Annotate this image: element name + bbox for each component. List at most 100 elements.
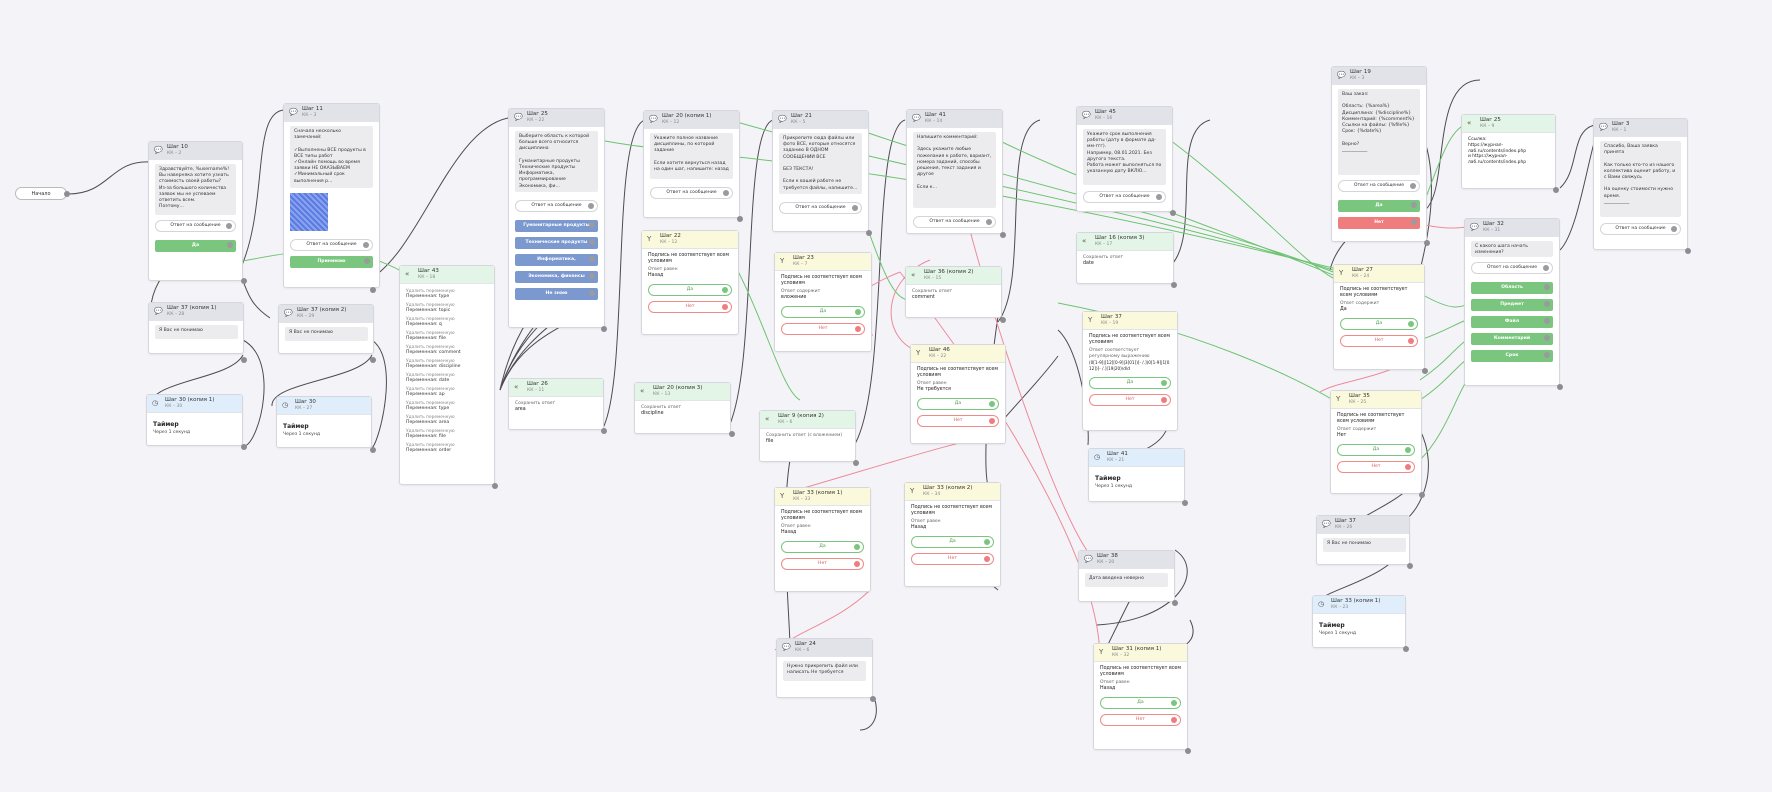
no-branch[interactable]: Нет — [781, 558, 864, 570]
no-branch[interactable]: Нет — [1340, 335, 1418, 347]
connector-dot[interactable] — [241, 444, 247, 450]
no-branch[interactable]: Нет — [1337, 461, 1415, 473]
yes-branch[interactable]: Да — [1100, 697, 1181, 709]
connector-dot[interactable] — [866, 230, 872, 236]
connector-dot[interactable] — [729, 431, 735, 437]
step-9-copy2-node[interactable]: «Шаг 9 (копия 2)КК – 6 Сохранить ответ (… — [759, 410, 856, 462]
connector-dot[interactable] — [64, 191, 70, 197]
step-16-copy3-node[interactable]: «Шаг 16 (копия 3)КК – 17 Сохранить ответ… — [1076, 232, 1174, 284]
connector-dot[interactable] — [853, 460, 859, 466]
yes-button[interactable]: Да — [155, 240, 236, 252]
yes-branch[interactable]: Да — [917, 398, 999, 410]
connector-dot[interactable] — [1424, 240, 1430, 246]
reply-button[interactable]: Ответ на сообщение — [1338, 180, 1420, 192]
yes-branch[interactable]: Да — [911, 536, 994, 548]
reply-button[interactable]: Ответ на сообщение — [650, 187, 733, 199]
yes-branch[interactable]: Да — [781, 306, 865, 318]
start-node[interactable]: Начало — [15, 187, 67, 200]
reply-button[interactable]: Ответ на сообщение — [155, 220, 236, 232]
option-button[interactable]: Гуманитарные продукты — [515, 220, 598, 232]
connector-dot[interactable] — [1419, 492, 1425, 498]
step-36-copy2-node[interactable]: «Шаг 36 (копия 2)КК – 15 Сохранить ответ… — [905, 266, 1002, 318]
connector-dot[interactable] — [370, 447, 376, 453]
no-branch[interactable]: Нет — [648, 301, 732, 313]
option-button[interactable]: Срок — [1471, 350, 1553, 362]
option-button[interactable]: Информатика, программирование — [515, 254, 598, 274]
connector-dot[interactable] — [241, 278, 247, 284]
step-20-copy3-node[interactable]: «Шаг 20 (копия 3)КК – 13 Сохранить ответ… — [634, 382, 731, 434]
connector-dot[interactable] — [370, 357, 376, 363]
connector-dot[interactable] — [1685, 248, 1691, 254]
connector-dot[interactable] — [1170, 210, 1176, 216]
no-branch[interactable]: Нет — [911, 553, 994, 565]
connector-dot[interactable] — [1000, 317, 1006, 323]
yes-branch[interactable]: Да — [1337, 444, 1415, 456]
connector-dot[interactable] — [601, 326, 607, 332]
connector-dot[interactable] — [1407, 563, 1413, 569]
reply-button[interactable]: Ответ на сообщение — [913, 216, 996, 228]
connector-dot[interactable] — [870, 696, 876, 702]
option-button[interactable]: Комментарий — [1471, 333, 1553, 345]
option-button[interactable]: Экономика, финансы — [515, 271, 598, 283]
no-branch[interactable]: Нет — [1100, 714, 1181, 726]
yes-branch[interactable]: Да — [781, 541, 864, 553]
connector-dot[interactable] — [1171, 282, 1177, 288]
yes-branch[interactable]: Да — [1089, 377, 1171, 389]
no-branch[interactable]: Нет — [917, 415, 999, 427]
option-button[interactable]: Технические продукты — [515, 237, 598, 249]
connector-dot[interactable] — [241, 357, 247, 363]
connector-dot[interactable] — [1403, 646, 1409, 652]
step-20-copy1-node[interactable]: 💬Шаг 20 (копия 1)КК – 12 Укажите полное … — [643, 110, 740, 218]
no-button[interactable]: Нет — [1338, 217, 1420, 229]
connector-dot[interactable] — [1172, 600, 1178, 606]
connector-dot[interactable] — [1182, 500, 1188, 506]
option-button[interactable]: Не знаю — [515, 288, 598, 300]
connector-dot[interactable] — [492, 483, 498, 489]
option-button[interactable]: Файл — [1471, 316, 1553, 328]
step-37-copy2-node[interactable]: 💬Шаг 37 (копия 2)КК – 29 Я Вас не понима… — [278, 304, 374, 354]
connector-dot[interactable] — [1557, 384, 1563, 390]
reply-button[interactable]: Ответ на сообщение — [1083, 191, 1166, 203]
yes-branch[interactable]: Да — [648, 284, 732, 296]
option-button[interactable]: Область — [1471, 282, 1553, 294]
reply-button[interactable]: Ответ на сообщение — [1471, 262, 1553, 274]
reply-button[interactable]: Ответ на сообщение — [779, 202, 862, 214]
connector-dot[interactable] — [737, 216, 743, 222]
connector-dot[interactable] — [1185, 748, 1191, 754]
step-37-copy1-node[interactable]: 💬Шаг 37 (копия 1)КК – 28 Я Вас не понима… — [148, 302, 244, 354]
connector-dot[interactable] — [1000, 232, 1006, 238]
no-branch[interactable]: Нет — [1089, 394, 1171, 406]
reply-button[interactable]: Ответ на сообщение — [1600, 223, 1681, 235]
connector-dot[interactable] — [1553, 187, 1559, 193]
yes-branch[interactable]: Да — [1340, 318, 1418, 330]
connector-dot[interactable] — [370, 287, 376, 293]
